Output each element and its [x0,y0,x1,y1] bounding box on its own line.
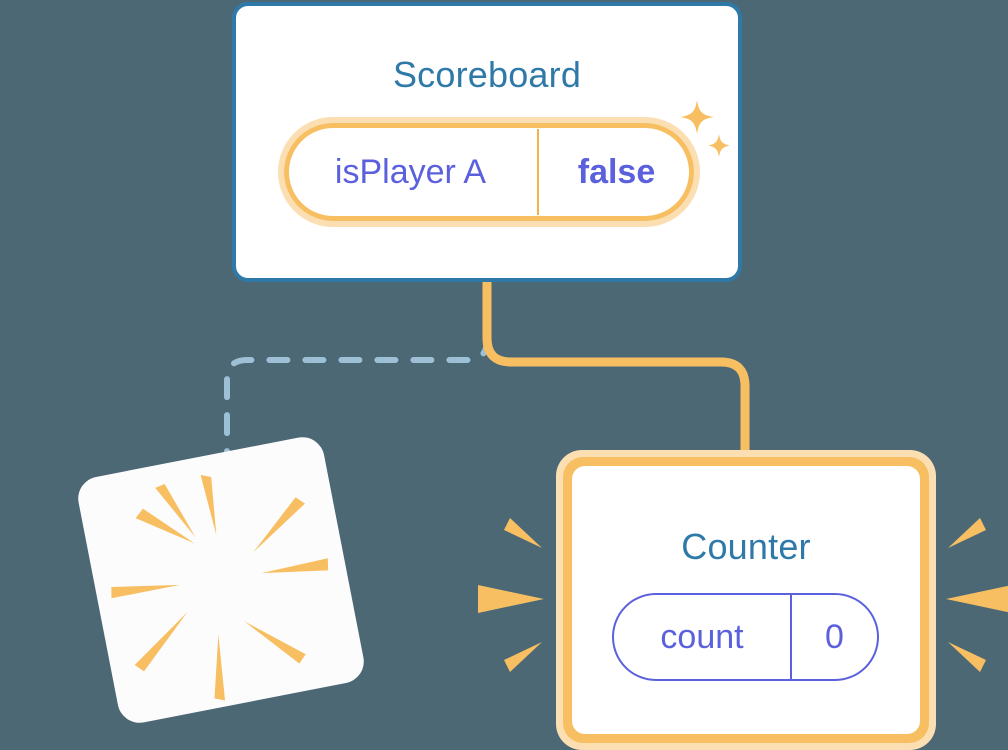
counter-state-pill[interactable]: count 0 [612,593,879,681]
counter-state-key: count [660,617,744,656]
solid-connector-scoreboard-to-counter [482,278,750,470]
tilted-card[interactable] [74,433,368,727]
sparkle-stars-icon [680,100,730,157]
scoreboard-title: Scoreboard [392,54,582,95]
counter-title: Counter [681,526,811,567]
scoreboard-state-pill[interactable]: isPlayer A false [278,117,700,227]
scoreboard-state-value: false [537,129,694,215]
counter-card-highlight-ring: Counter [563,457,929,743]
counter-state-value: 0 [790,595,877,679]
tilted-card-burst-icon [111,474,329,701]
scoreboard-state-key: isPlayer A [334,152,487,191]
